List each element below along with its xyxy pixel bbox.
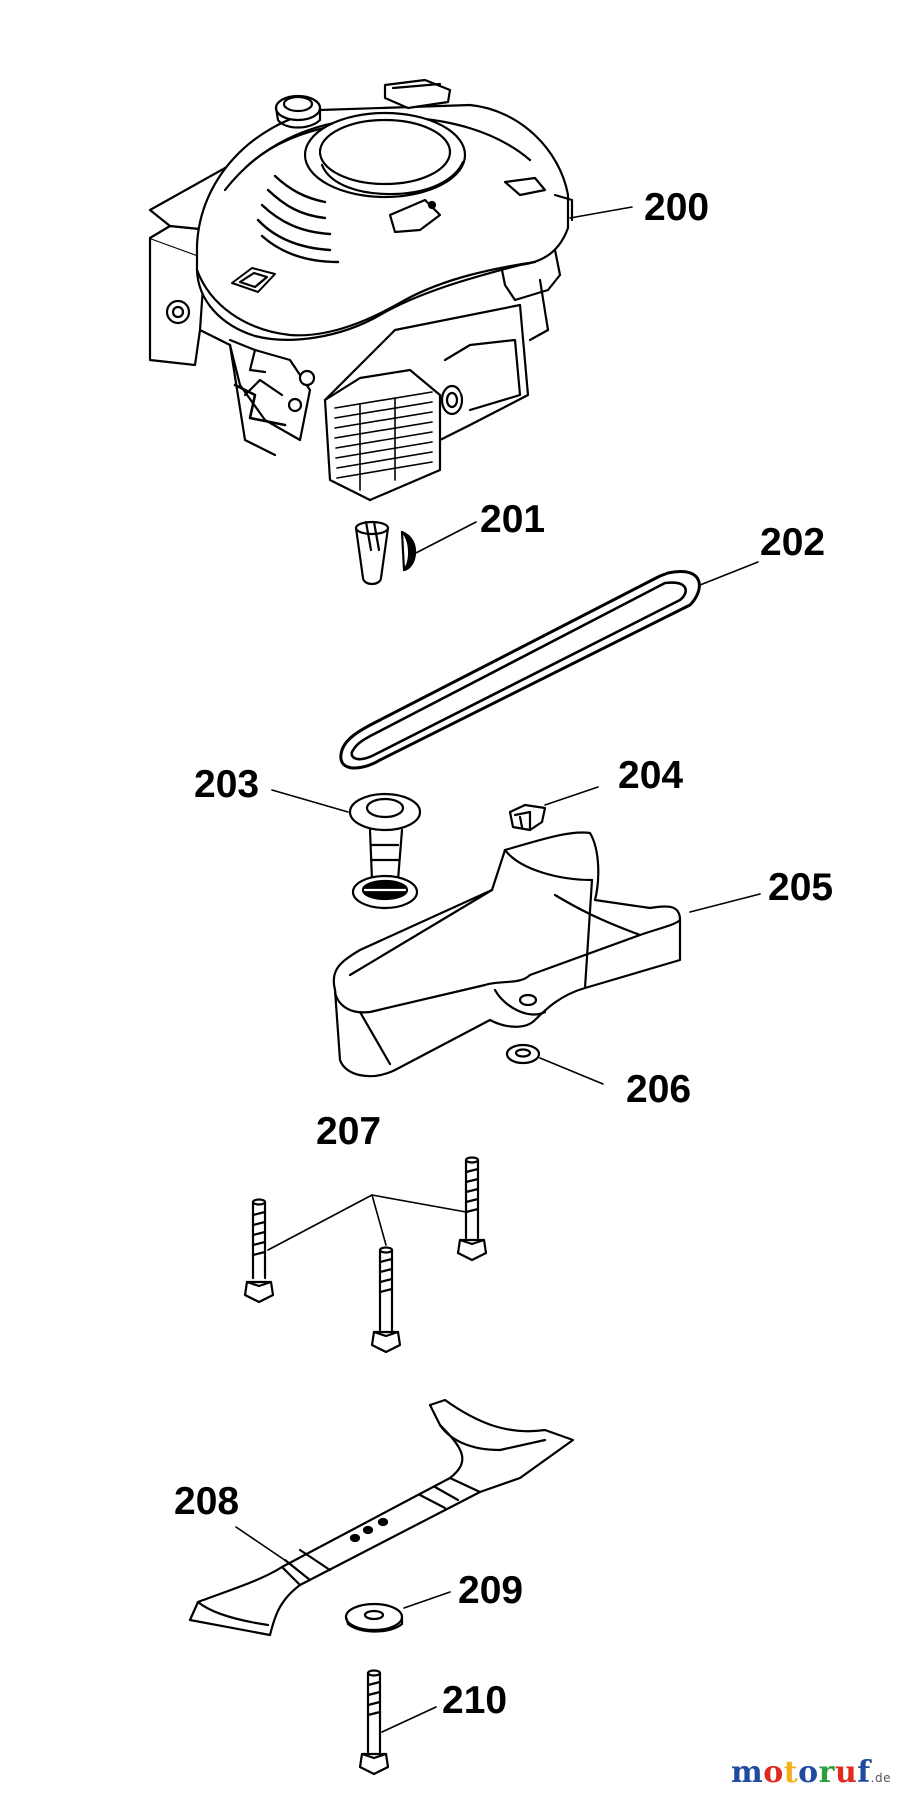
label-210: 210 [442, 1679, 508, 1722]
leader-202 [700, 562, 758, 585]
belt-cover-part-205 [334, 832, 680, 1076]
leader-203 [272, 790, 348, 812]
label-202: 202 [760, 521, 826, 564]
logo-tld: .de [870, 1771, 891, 1785]
engine-part-200 [150, 80, 572, 500]
label-205: 205 [768, 866, 834, 909]
label-203: 203 [194, 763, 260, 806]
belt-part-202 [341, 571, 700, 768]
leader-209 [404, 1592, 450, 1608]
label-207: 207 [316, 1110, 382, 1153]
leader-205 [690, 894, 760, 912]
label-209: 209 [458, 1569, 524, 1612]
label-201: 201 [480, 498, 546, 541]
washer-part-209 [346, 1604, 402, 1632]
motoruf-logo: motorufmotoruf.de [731, 1755, 891, 1790]
label-208: 208 [174, 1480, 240, 1523]
label-200: 200 [644, 186, 710, 229]
spacer-part-203 [350, 794, 420, 908]
leader-207 [268, 1195, 466, 1250]
washer-part-206 [507, 1045, 539, 1063]
pin-part-201 [356, 522, 415, 584]
label-206: 206 [626, 1068, 692, 1111]
leader-210 [382, 1707, 436, 1732]
label-204: 204 [618, 754, 684, 797]
clip-part-204 [510, 805, 545, 830]
bolt-part-210 [360, 1671, 388, 1775]
leader-200 [570, 207, 632, 218]
leader-208 [236, 1527, 292, 1565]
blade-part-208 [190, 1400, 573, 1635]
bolt-group-part-207 [245, 1158, 486, 1353]
leader-206 [540, 1058, 603, 1084]
leader-201 [412, 522, 476, 555]
leader-204 [545, 787, 598, 805]
